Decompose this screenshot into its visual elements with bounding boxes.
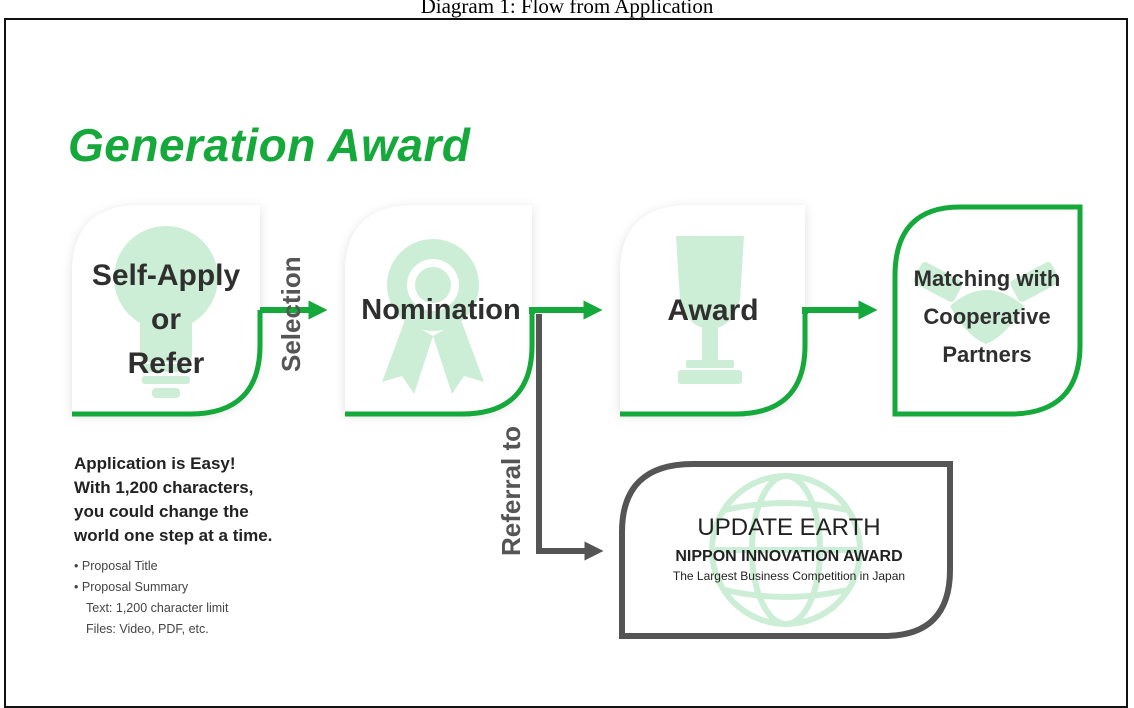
selection-label: Selection [276, 256, 306, 372]
update-earth-tagline: The Largest Business Competition in Japa… [672, 569, 906, 583]
update-earth-subtitle: NIPPON INNOVATION AWARD [675, 548, 903, 565]
info-list: Proposal Title Proposal Summary Text: 1,… [74, 556, 314, 640]
info-bullet-title: Proposal Title [74, 556, 314, 577]
step-self-apply-line-1: Self-Apply [91, 259, 241, 292]
referral-label: Referral to [496, 425, 526, 556]
step-nomination-label: Nomination [361, 294, 521, 326]
award-to-matching-arrow [802, 300, 878, 320]
step-matching-label: Matching with Cooperative Partners [897, 260, 1077, 374]
card-self-apply [72, 205, 263, 417]
step-self-apply-line-2: or [151, 303, 181, 336]
info-headline-2: With 1,200 characters, [74, 478, 254, 497]
globe-icon [709, 473, 863, 627]
card-matching [892, 204, 1083, 417]
info-headline-1: Application is Easy! [74, 454, 236, 473]
update-earth-label: UPDATE EARTH NIPPON INNOVATION AWARD The… [624, 514, 954, 583]
info-bullet-summary: Proposal Summary [74, 577, 314, 598]
diagram-caption: Diagram 1: Flow from Application [420, 0, 714, 18]
step-matching-line-3: Partners [942, 342, 1032, 367]
application-info: Application is Easy! With 1,200 characte… [74, 452, 314, 640]
step-self-apply-line-3: Refer [127, 347, 205, 380]
handshake-icon [913, 262, 1060, 344]
trophy-icon [676, 236, 744, 384]
step-award-label: Award [667, 294, 759, 327]
lightbulb-icon [114, 226, 218, 398]
info-sub-files: Files: Video, PDF, etc. [86, 622, 209, 636]
step-self-apply-label: Self-Apply or Refer [72, 254, 260, 386]
nomination-to-award-arrow [529, 300, 603, 320]
update-earth-name: UPDATE EARTH [697, 514, 881, 541]
card-nomination [345, 205, 535, 417]
card-award [620, 205, 808, 417]
step-matching-line-2: Cooperative [923, 304, 1051, 329]
page-title: Generation Award [68, 119, 471, 171]
card-update-earth [619, 461, 953, 639]
info-headline-4: world one step at a time. [74, 526, 273, 545]
info-sub-text-limit: Text: 1,200 character limit [86, 601, 229, 615]
info-headline-3: you could change the [74, 502, 249, 521]
step-matching-line-1: Matching with [913, 266, 1061, 291]
